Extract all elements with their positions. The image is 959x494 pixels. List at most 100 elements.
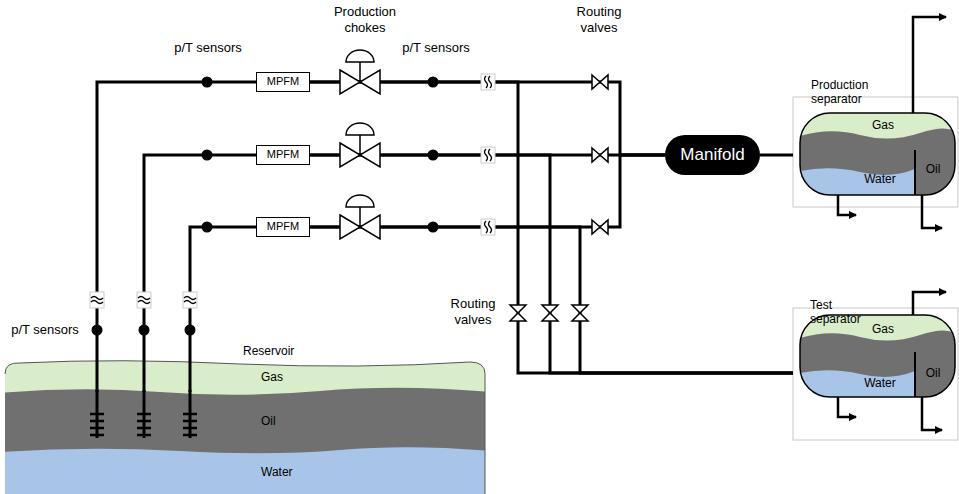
routing-valve xyxy=(510,305,526,321)
node-text: Oil xyxy=(926,162,941,176)
node-text: MPFM xyxy=(267,75,299,88)
annotation-label: Routing valves xyxy=(563,4,635,36)
pipe-break-mark xyxy=(489,221,492,233)
annotation-label: Routing valves xyxy=(440,296,506,328)
meter-box: MPFM xyxy=(256,72,310,92)
node-text: Gas xyxy=(261,370,283,384)
unit-region: Water xyxy=(855,374,905,392)
pipe-break xyxy=(481,219,495,235)
routing-valve xyxy=(592,75,608,89)
separator-vessel xyxy=(800,315,959,397)
choke-actuator xyxy=(346,50,374,62)
pipe-breaks xyxy=(90,74,495,308)
meter-box: MPFM xyxy=(256,217,310,237)
choke-actuator xyxy=(346,195,374,207)
manifold-box: Manifold xyxy=(665,135,760,175)
node-text: Oil xyxy=(261,414,276,428)
reservoir-outline xyxy=(5,361,485,494)
pipe-break-mark xyxy=(485,221,488,233)
fluid-band: Water xyxy=(5,450,485,494)
pipe-connector xyxy=(97,82,256,392)
pipe-break xyxy=(481,147,495,163)
unit-region: Gas xyxy=(863,116,903,134)
annotation-label: Production chokes xyxy=(322,4,408,36)
unit-region: ReservoirGasOilWater xyxy=(5,340,485,494)
node-text: Gas xyxy=(872,118,894,132)
pipe-connector xyxy=(310,155,665,227)
pipe-break xyxy=(137,292,151,308)
perforation-tick xyxy=(183,434,197,437)
pipe-connector xyxy=(310,155,793,373)
node-text: Reservoir xyxy=(243,344,294,358)
node-text: MPFM xyxy=(267,148,299,161)
annotation-label: p/T sensors xyxy=(168,40,248,56)
separator-frame xyxy=(793,308,958,440)
pipe-break-mark xyxy=(485,149,488,161)
pipe-break-mark xyxy=(138,297,150,300)
pipe-break-mark xyxy=(489,149,492,161)
perforation-tick xyxy=(90,413,104,416)
pipe-break-mark xyxy=(489,76,492,88)
node-text: Gas xyxy=(872,322,894,336)
routing-valve xyxy=(572,305,588,321)
fluid-band: Gas xyxy=(5,362,485,392)
perforation-tick xyxy=(137,434,151,437)
choke-stem xyxy=(359,62,361,82)
pipe-break-mark xyxy=(184,301,196,304)
annotation-label: p/T sensors xyxy=(396,40,476,56)
separator-frame xyxy=(793,97,958,207)
sensor-dots xyxy=(92,77,439,336)
pipe-connector xyxy=(760,154,793,157)
pipe-break-mark xyxy=(184,297,196,300)
node-text: Water xyxy=(864,172,896,186)
node-text: Test separator xyxy=(810,298,876,327)
well-perforations xyxy=(90,390,197,438)
routing-valves xyxy=(510,75,608,321)
node-text: MPFM xyxy=(267,220,299,233)
pipe-break xyxy=(183,292,197,308)
unit-region: Oil xyxy=(917,364,949,382)
choke-stem xyxy=(359,207,361,227)
perforation-tick xyxy=(183,420,197,423)
perforation-tick xyxy=(90,427,104,430)
unit-region: Production separatorGasWater Oil xyxy=(793,78,959,208)
fluid-band: Oil xyxy=(5,392,485,450)
choke-valves xyxy=(340,50,380,239)
reservoir-fill xyxy=(0,355,490,494)
perforation-tick xyxy=(90,420,104,423)
perforation-tick xyxy=(90,434,104,437)
meter-box: MPFM xyxy=(256,145,310,165)
routing-valve xyxy=(592,220,608,234)
pipe-connector xyxy=(310,82,793,373)
node-text: Water xyxy=(864,376,896,390)
unit-region: Test separatorGasWater Oil xyxy=(793,298,959,444)
pipe-break xyxy=(481,74,495,90)
unit-region: Gas xyxy=(863,320,903,338)
node-text: Oil xyxy=(926,366,941,380)
pipe-connector xyxy=(310,227,793,373)
choke-actuator xyxy=(346,123,374,135)
pipe-break-mark xyxy=(91,301,103,304)
unit-region: Oil xyxy=(917,160,949,178)
routing-valve xyxy=(542,305,558,321)
pipe-connector xyxy=(310,82,665,155)
pipe-connector xyxy=(190,227,256,392)
annotation-label: p/T sensors xyxy=(4,322,86,338)
perforation-tick xyxy=(137,427,151,430)
choke-stem xyxy=(359,135,361,155)
pipe-break-mark xyxy=(485,76,488,88)
pipe-connector xyxy=(144,155,256,392)
pipe-break xyxy=(90,292,104,308)
node-text: Water xyxy=(261,465,293,479)
pipe-break-mark xyxy=(91,297,103,300)
routing-valve xyxy=(592,148,608,162)
perforation-tick xyxy=(137,420,151,423)
node-text: Production separator xyxy=(811,78,891,107)
node-text: Manifold xyxy=(680,145,744,165)
perforation-tick xyxy=(183,413,197,416)
perforation-tick xyxy=(137,413,151,416)
separator-vessel xyxy=(800,113,959,195)
pipe-break-mark xyxy=(138,301,150,304)
